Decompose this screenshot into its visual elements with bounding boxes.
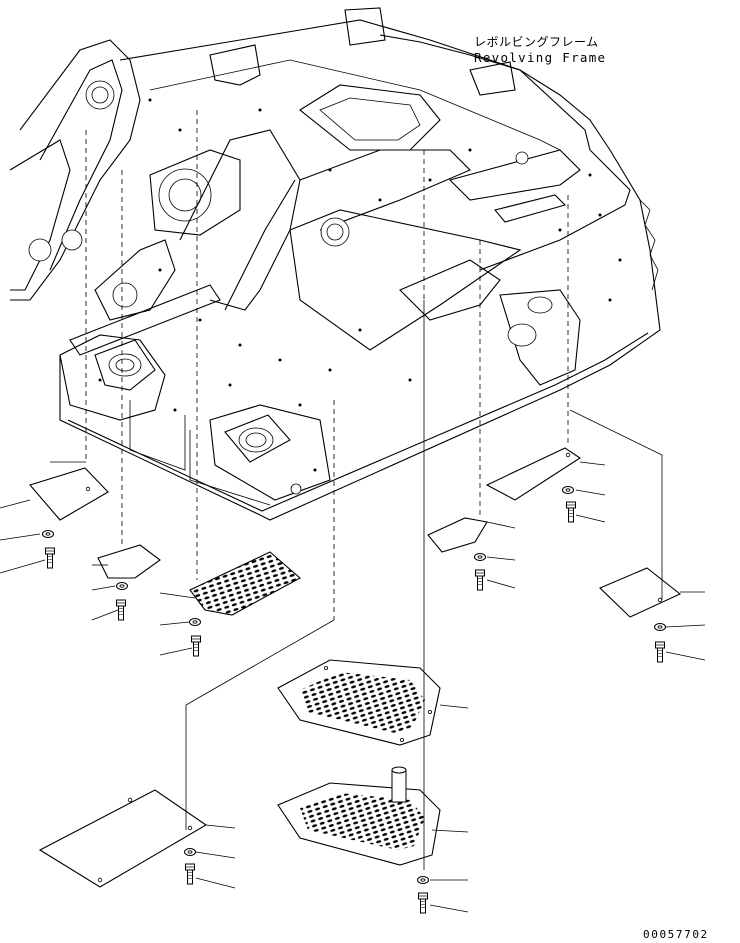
cover-plate-right — [485, 447, 582, 501]
mesh-screen-large-lower — [277, 766, 441, 866]
bolt-mesh-small — [191, 635, 201, 657]
mesh-screen-large-upper — [277, 659, 441, 746]
bolt-bottom — [185, 863, 195, 885]
washer-round-cover — [116, 582, 128, 590]
bolt-center — [475, 569, 485, 591]
cover-plate-left — [29, 467, 109, 521]
washer-bottom — [184, 848, 196, 856]
washer-left — [42, 530, 54, 538]
bolt-right — [566, 501, 576, 523]
mesh-screen-small — [189, 551, 301, 616]
washer-right — [562, 486, 574, 494]
washer-lower-mesh — [417, 876, 429, 884]
revolving-frame — [9, 7, 661, 521]
washer-mesh-small — [189, 618, 201, 626]
installation-lines — [50, 110, 663, 870]
bolt-lower-mesh — [418, 892, 428, 914]
drawing-number: 00057702 — [643, 928, 709, 941]
title-japanese: レボルビングフレーム — [474, 35, 599, 49]
washer-far-right — [654, 623, 666, 631]
callout-leaders — [0, 461, 706, 913]
bolt-far-right — [655, 641, 665, 663]
cover-plate-far-right — [599, 567, 682, 618]
cover-plate-center — [427, 517, 488, 553]
round-cover — [97, 544, 161, 579]
cover-plate-bottom — [38, 789, 208, 888]
title-english: Revolving Frame — [474, 50, 607, 65]
bolt-left — [45, 547, 55, 569]
washer-center — [474, 553, 486, 561]
